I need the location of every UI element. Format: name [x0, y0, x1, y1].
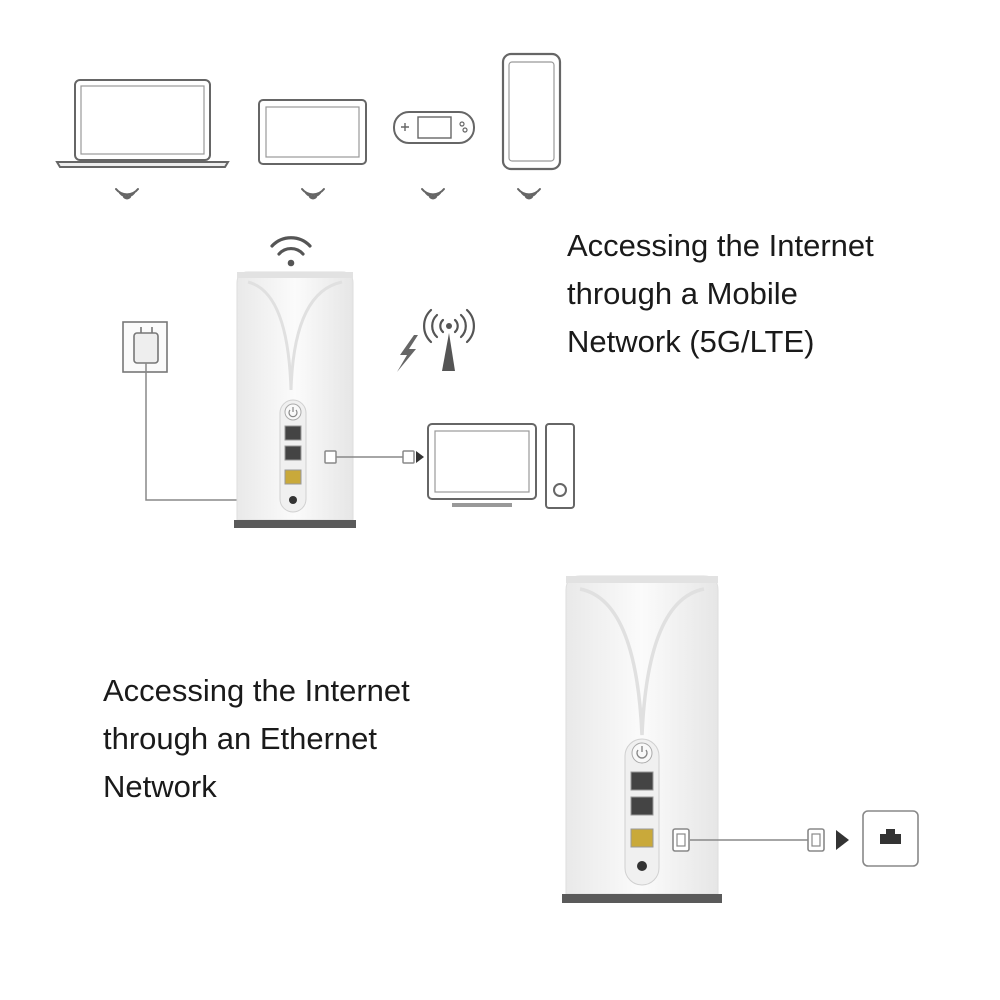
lightning-icon: [397, 335, 418, 372]
desktop-computer-icon: [427, 423, 575, 509]
router-wan-port: [284, 469, 302, 485]
smartphone-icon: [501, 52, 562, 171]
router-power-jack: [637, 861, 647, 871]
ethernet-wall-port-icon: [862, 810, 919, 867]
power-cable: [145, 363, 247, 501]
caption-line: through a Mobile: [567, 276, 798, 311]
router-device: [234, 271, 356, 528]
wan-cable: [672, 828, 849, 852]
cell-tower-icon: [423, 308, 475, 371]
laptop-icon: [55, 79, 230, 168]
game-console-icon: [393, 111, 475, 144]
lan-cable: [324, 450, 424, 464]
router-power-button-icon: [284, 403, 302, 421]
client-wifi-icons: [115, 188, 541, 200]
router-power-button-icon: [631, 742, 653, 764]
caption-mobile-network: Accessing the Internet through a Mobile …: [567, 222, 874, 366]
router-lan-ports: [284, 425, 302, 461]
caption-line: Accessing the Internet: [567, 228, 874, 263]
caption-line: Network: [103, 769, 217, 804]
router-power-jack: [289, 496, 297, 504]
wifi-signal-icon: [270, 236, 312, 267]
router-device-ethernet: [562, 575, 722, 903]
tablet-icon: [258, 99, 367, 165]
router-wan-port: [630, 828, 654, 848]
caption-line: Accessing the Internet: [103, 673, 410, 708]
router-lan-ports: [630, 771, 654, 816]
caption-ethernet-network: Accessing the Internet through an Ethern…: [103, 667, 410, 811]
caption-line: Network (5G/LTE): [567, 324, 815, 359]
caption-line: through an Ethernet: [103, 721, 378, 756]
power-outlet-icon: [122, 321, 168, 373]
